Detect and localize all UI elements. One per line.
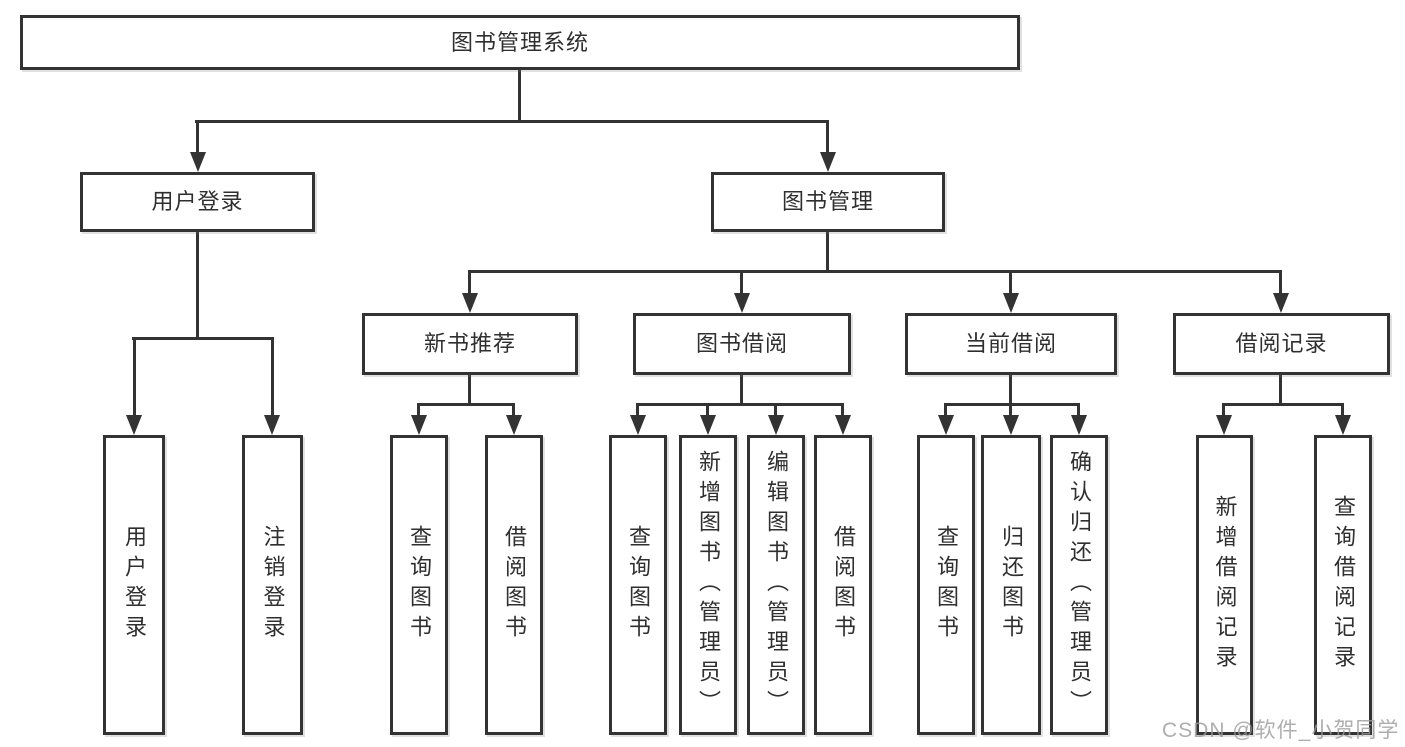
connector-rail bbox=[417, 403, 515, 406]
leaf-borrow-add-books-admin: 新增图书（管理员） bbox=[679, 435, 737, 735]
connector-drop bbox=[196, 120, 199, 155]
node-book-borrowing: 图书借阅 bbox=[633, 313, 851, 375]
connector-drop bbox=[841, 403, 844, 417]
connector-drop bbox=[740, 270, 743, 296]
connector-drop bbox=[417, 403, 420, 417]
connector-rail bbox=[132, 337, 274, 340]
arrowhead-down bbox=[835, 415, 851, 435]
arrowhead-down bbox=[1003, 293, 1019, 313]
connector-drop bbox=[1077, 403, 1080, 417]
node-current-borrowing: 当前借阅 bbox=[905, 313, 1117, 375]
node-book-management: 图书管理 bbox=[711, 172, 945, 232]
connector-drop bbox=[1222, 403, 1225, 417]
connector-drop bbox=[133, 337, 136, 418]
leaf-user-login: 用户登录 bbox=[103, 435, 165, 735]
connector-rail bbox=[195, 120, 829, 123]
connector-stub bbox=[468, 375, 471, 406]
connector-rail bbox=[944, 403, 1080, 406]
connector-stub bbox=[196, 232, 199, 340]
node-borrowing-records: 借阅记录 bbox=[1173, 313, 1390, 375]
connector-drop bbox=[512, 403, 515, 417]
connector-rail bbox=[1222, 403, 1344, 406]
connector-drop bbox=[271, 337, 274, 418]
node-new-book-recommendation: 新书推荐 bbox=[362, 313, 578, 375]
arrowhead-down bbox=[1003, 415, 1019, 435]
csdn-watermark: CSDN @软件_小贺同学 bbox=[1162, 719, 1400, 742]
leaf-records-query-borrow-record: 查询借阅记录 bbox=[1314, 435, 1372, 735]
arrowhead-down bbox=[1335, 415, 1351, 435]
connector-stub bbox=[1279, 375, 1282, 406]
arrowhead-down bbox=[820, 152, 836, 172]
node-user-login: 用户登录 bbox=[80, 172, 315, 232]
leaf-recommend-borrow-books: 借阅图书 bbox=[485, 435, 543, 735]
leaf-borrow-edit-books-admin: 编辑图书（管理员） bbox=[747, 435, 805, 735]
connector-drop bbox=[944, 403, 947, 417]
arrowhead-down bbox=[700, 415, 716, 435]
connector-drop bbox=[1009, 270, 1012, 296]
connector-drop bbox=[1009, 403, 1012, 417]
leaf-borrow-query-books: 查询图书 bbox=[609, 435, 667, 735]
arrowhead-down bbox=[734, 293, 750, 313]
leaf-current-return-books: 归还图书 bbox=[981, 435, 1041, 735]
connector-rail bbox=[636, 403, 844, 406]
arrowhead-down bbox=[190, 152, 206, 172]
connector-drop bbox=[826, 120, 829, 155]
leaf-borrow-borrow-books: 借阅图书 bbox=[814, 435, 872, 735]
arrowhead-down bbox=[506, 415, 522, 435]
connector-drop bbox=[706, 403, 709, 417]
leaf-current-confirm-return-admin: 确认归还（管理员） bbox=[1050, 435, 1108, 735]
connector-stub bbox=[740, 375, 743, 406]
arrowhead-down bbox=[1216, 415, 1232, 435]
connector-drop bbox=[1341, 403, 1344, 417]
connector-stub bbox=[518, 68, 521, 123]
leaf-current-query-books: 查询图书 bbox=[917, 435, 975, 735]
connector-stub bbox=[1009, 375, 1012, 406]
arrowhead-down bbox=[938, 415, 954, 435]
connector-drop bbox=[1279, 270, 1282, 296]
arrowhead-down bbox=[1273, 293, 1289, 313]
arrowhead-down bbox=[264, 415, 280, 435]
connector-drop bbox=[636, 403, 639, 417]
arrowhead-down bbox=[630, 415, 646, 435]
leaf-records-add-borrow-record: 新增借阅记录 bbox=[1196, 435, 1253, 735]
leaf-recommend-query-books: 查询图书 bbox=[390, 435, 448, 735]
leaf-logout: 注销登录 bbox=[242, 435, 303, 735]
connector-rail bbox=[468, 270, 1282, 273]
arrowhead-down bbox=[768, 415, 784, 435]
node-library-management-system: 图书管理系统 bbox=[20, 15, 1020, 70]
connector-stub bbox=[826, 232, 829, 273]
connector-drop bbox=[774, 403, 777, 417]
arrowhead-down bbox=[462, 293, 478, 313]
arrowhead-down bbox=[1071, 415, 1087, 435]
connector-drop bbox=[468, 270, 471, 296]
arrowhead-down bbox=[126, 415, 142, 435]
arrowhead-down bbox=[411, 415, 427, 435]
